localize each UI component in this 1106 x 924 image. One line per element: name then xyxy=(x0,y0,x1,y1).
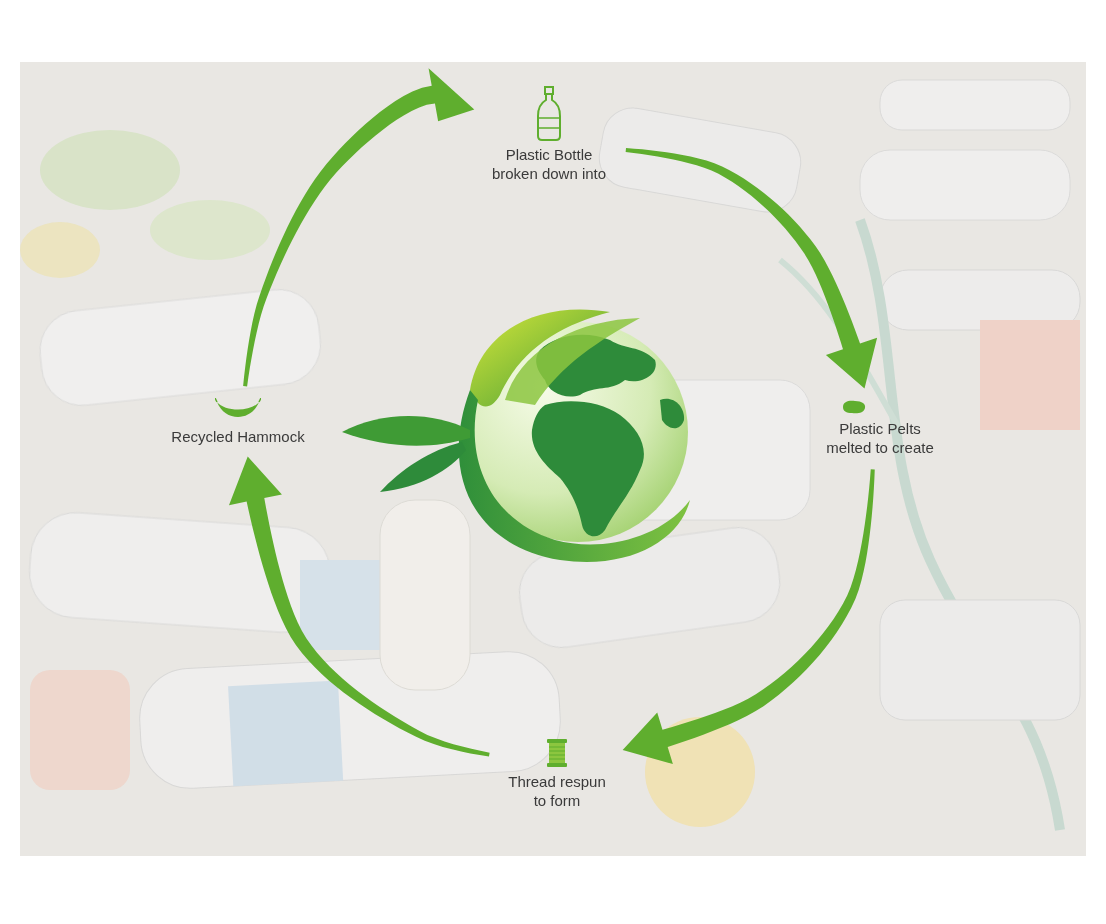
cycle-arrow xyxy=(243,68,474,386)
net xyxy=(780,260,900,430)
cycle-step: Plastic Pelts melted to create xyxy=(811,394,949,462)
pellet-icon xyxy=(843,401,865,414)
plant xyxy=(40,130,180,210)
step-label: Thread respun to form xyxy=(501,773,613,811)
litter-piece xyxy=(30,670,130,790)
step-label: Recycled Hammock xyxy=(163,428,313,447)
continent-africa xyxy=(532,401,644,536)
bottle-icon xyxy=(534,84,564,142)
plant xyxy=(20,222,100,278)
spool-icon-rim xyxy=(547,763,567,767)
bottle-label xyxy=(228,681,343,787)
spool-icon-thread xyxy=(549,743,565,763)
pellet-icon xyxy=(840,398,868,416)
cycle-arrow xyxy=(229,457,490,757)
step-label: Plastic Bottle broken down into xyxy=(484,146,614,184)
spool-icon xyxy=(545,737,569,769)
leaf xyxy=(342,416,470,446)
rope xyxy=(860,220,1060,830)
hammock-icon xyxy=(217,402,259,417)
bottle-shape xyxy=(880,600,1080,720)
hammock-icon xyxy=(215,398,261,424)
bottle-icon-band xyxy=(538,118,560,128)
spool-icon-rim xyxy=(547,739,567,743)
step-label: Plastic Pelts melted to create xyxy=(815,420,945,458)
cycle-step: Plastic Bottle broken down into xyxy=(480,80,618,188)
bottle-shape xyxy=(36,286,324,410)
bottle-icon-outline xyxy=(538,87,560,140)
bottle-shape xyxy=(880,80,1070,130)
bottle-shape xyxy=(137,649,563,791)
cycle-arrow xyxy=(626,148,877,388)
cycle-step: Recycled Hammock xyxy=(159,394,317,451)
leaf xyxy=(380,442,466,492)
spool-icon-lines xyxy=(549,747,565,759)
plant xyxy=(150,200,270,260)
bulb-shape xyxy=(380,500,470,690)
continent-asia xyxy=(660,399,684,429)
cycle-step: Thread respun to form xyxy=(497,733,617,815)
hammock-icon-rope xyxy=(215,398,261,402)
cycle-arrow xyxy=(623,469,875,764)
bottle-shape xyxy=(860,150,1070,220)
litter-piece xyxy=(980,320,1080,430)
leaf xyxy=(505,318,640,405)
leaf-swirl xyxy=(459,390,690,562)
photo-ground xyxy=(20,62,1086,856)
litter-illustration xyxy=(20,80,1080,830)
